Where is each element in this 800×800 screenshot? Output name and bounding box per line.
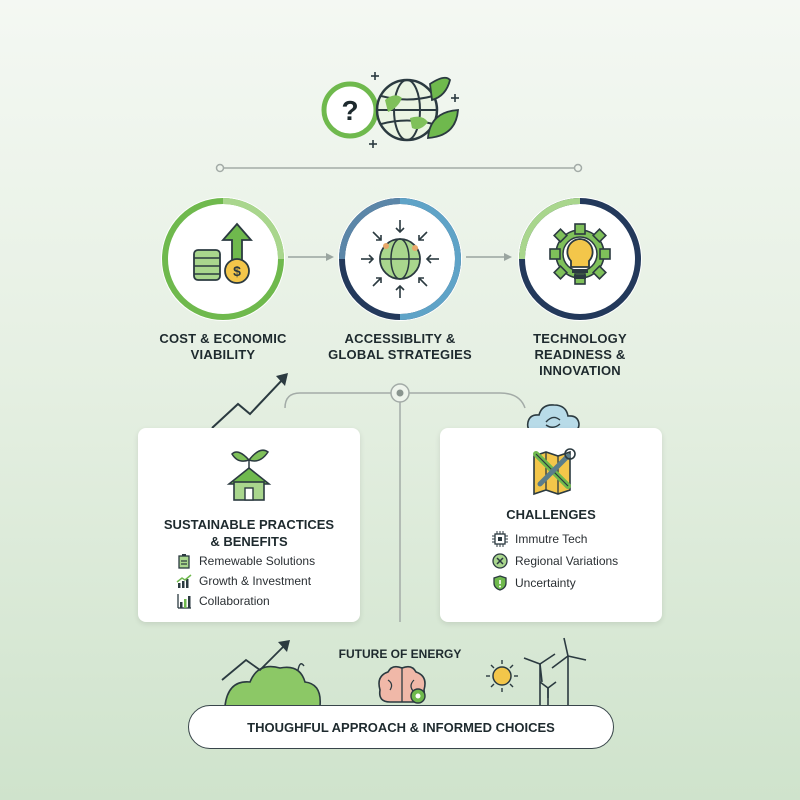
- sustainable-card: SUSTAINABLE PRACTICES & BENEFITS Remewab…: [138, 428, 360, 622]
- coins-arrow-icon: $: [161, 197, 285, 321]
- leaf-icon: [427, 76, 459, 139]
- list-item-label: Remewable Solutions: [199, 554, 316, 568]
- pillar-accessibility: [335, 194, 465, 324]
- pillar-accessibility-title: ACCESSIBLITY & GLOBAL STRATEGIES: [328, 331, 472, 362]
- shield-alert-icon: [493, 575, 507, 591]
- sustainable-title-line2: & BENEFITS: [210, 534, 288, 549]
- list-item-label: Collaboration: [199, 594, 270, 608]
- growth-hill-icon: [221, 640, 322, 706]
- brain-gear-icon: [378, 665, 426, 704]
- pillar-technology: [515, 194, 645, 324]
- growth-chart-icon: [176, 574, 192, 588]
- globe-arrows-icon: [338, 197, 462, 321]
- list-item: Remewable Solutions: [176, 553, 315, 569]
- cloud-sync-icon: [526, 404, 580, 433]
- list-item-label: Immutre Tech: [515, 532, 588, 546]
- list-item: Immutre Tech: [492, 531, 587, 547]
- battery-icon: [178, 554, 190, 569]
- list-item-label: Regional Variations: [515, 554, 619, 568]
- list-item: Regional Variations: [492, 553, 618, 569]
- pillar-cost-title: COST & ECONOMIC VIABILITY: [159, 331, 287, 362]
- sun-turbines-icon: [486, 637, 587, 706]
- challenges-card: CHALLENGES Immutre Tech Regional Variati…: [440, 428, 662, 622]
- sustainable-title-line1: SUSTAINABLE PRACTICES: [163, 517, 335, 532]
- list-item: Uncertainty: [492, 575, 576, 591]
- lightbulb-gear-icon: [518, 197, 642, 321]
- sparkle-icon: [369, 72, 459, 148]
- x-circle-icon: [492, 553, 508, 569]
- collaboration-chart-icon: [177, 594, 191, 609]
- list-item: Growth & Investment: [176, 573, 311, 589]
- list-item-label: Uncertainty: [515, 576, 576, 590]
- conclusion-pill: THOUGHFUL APPROACH & INFORMED CHOICES: [188, 705, 614, 749]
- svg-text:$: $: [233, 263, 241, 279]
- chip-icon: [492, 531, 508, 547]
- house-sprout-icon: [226, 449, 272, 501]
- svg-text:?: ?: [341, 95, 358, 126]
- pillar-technology-title: TECHNOLOGY READINESS & INNOVATION: [533, 331, 627, 378]
- header-icon-group: ?: [321, 72, 459, 148]
- pillar-cost: $: [158, 194, 288, 324]
- future-of-energy-label: FUTURE OF ENERGY: [338, 647, 462, 661]
- globe-icon: [375, 78, 439, 142]
- tools-map-icon: [533, 448, 576, 496]
- list-item: Collaboration: [176, 593, 270, 609]
- question-icon: ?: [321, 81, 379, 139]
- list-item-label: Growth & Investment: [199, 574, 312, 588]
- challenges-title: CHALLENGES: [506, 507, 596, 522]
